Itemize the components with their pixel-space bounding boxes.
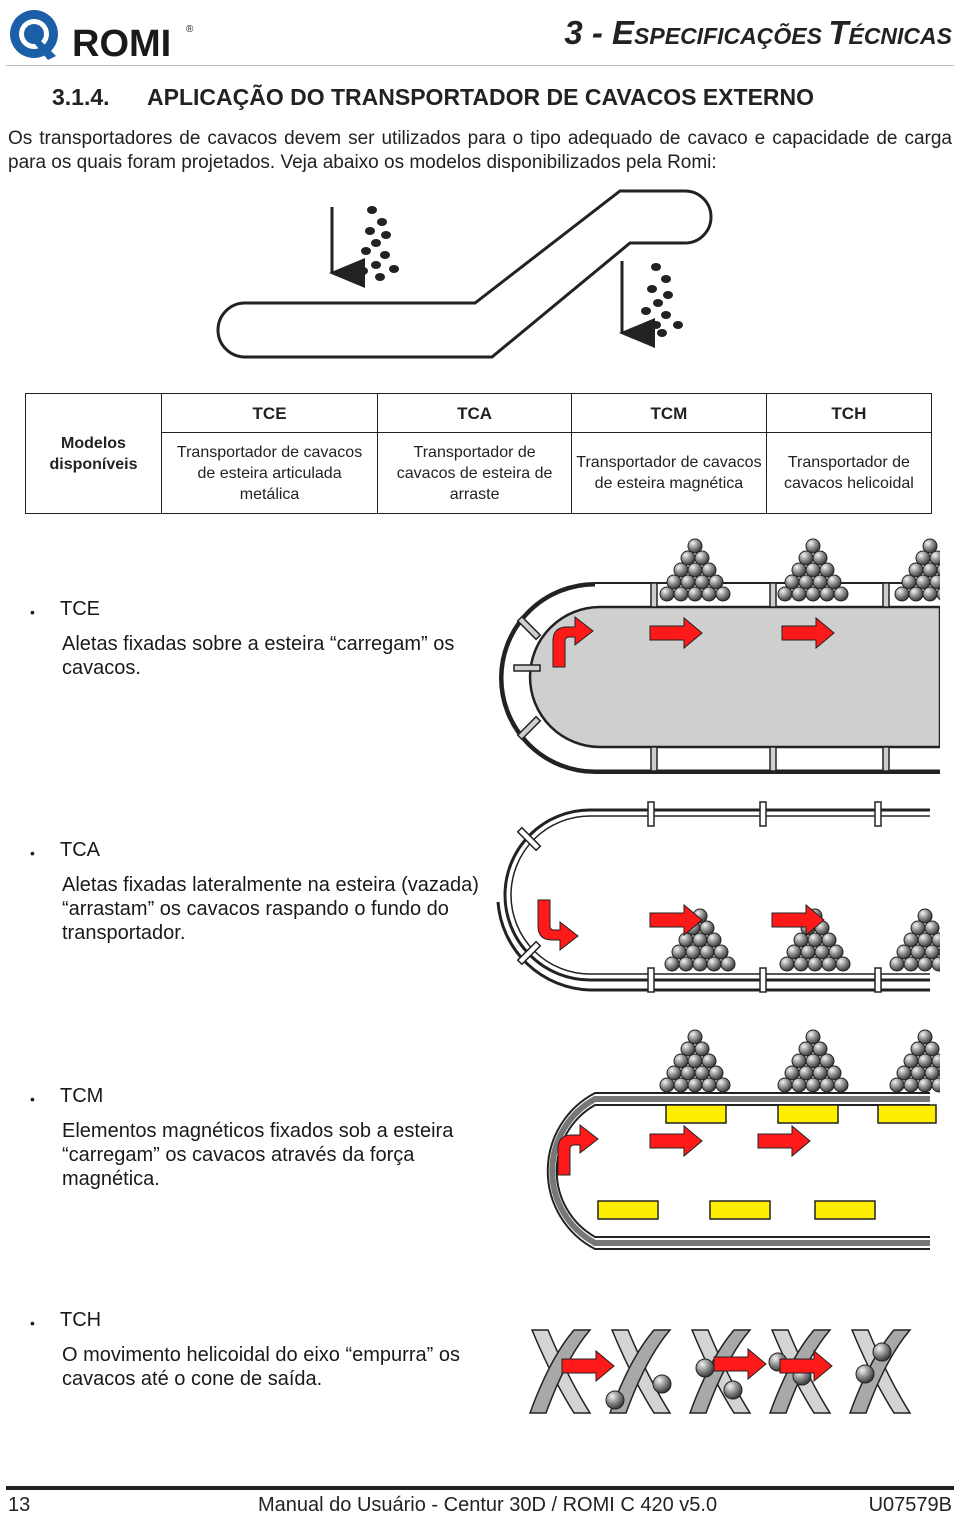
section-number: 3.1.4.	[52, 84, 110, 110]
item-tce: • TCE Aletas fixadas sobre a esteira “ca…	[30, 598, 470, 698]
item-description: Aletas fixadas lateralmente na esteira (…	[62, 874, 479, 944]
footer-divider	[6, 1486, 954, 1490]
item-description: Elementos magnéticos fixados sob a estei…	[62, 1120, 454, 1190]
column-header-tcm: TCM	[571, 393, 767, 433]
cell-tch-description: Transportador de cavacos helicoidal	[765, 432, 933, 514]
cell-tca-description: Transportador de cavacos de esteira de a…	[377, 432, 573, 514]
cell-tce-description: Transportador de cavacos de esteira arti…	[160, 432, 379, 514]
page-number: 13	[8, 1494, 31, 1516]
manual-title: Manual do Usuário - Centur 30D / ROMI C …	[258, 1494, 718, 1516]
chapter-title: 3 - ESPECIFICAÇÕES TÉCNICAS	[564, 14, 952, 51]
item-name: TCA	[60, 839, 100, 861]
bullet: •	[30, 1315, 35, 1331]
intro-paragraph: Os transportadores de cavacos devem ser …	[8, 128, 952, 173]
item-description: Aletas fixadas sobre a esteira “carregam…	[62, 633, 455, 679]
bullet: •	[30, 604, 35, 620]
conveyor-overview-diagram	[200, 185, 740, 365]
svg-text:®: ®	[186, 24, 194, 35]
bullet: •	[30, 845, 35, 861]
tca-illustration	[490, 798, 960, 998]
item-tch: • TCH O movimento helicoidal do eixo “em…	[30, 1309, 470, 1409]
item-tcm: • TCM Elementos magnéticos fixados sob a…	[30, 1085, 470, 1205]
document-code: U07579B	[868, 1494, 952, 1516]
tch-illustration	[490, 1318, 940, 1438]
item-name: TCM	[60, 1085, 104, 1107]
row-label: Modelos disponíveis	[25, 393, 162, 514]
item-tca: • TCA Aletas fixadas lateralmente na est…	[30, 839, 479, 959]
section-title-text: APLICAÇÃO DO TRANSPORTADOR DE CAVACOS EX…	[147, 84, 815, 110]
section-heading: 3.1.4. APLICAÇÃO DO TRANSPORTADOR DE CAVA…	[52, 84, 814, 111]
column-header-tca: TCA	[377, 393, 573, 433]
column-header-tch: TCH	[765, 393, 933, 433]
cell-tcm-description: Transportador de cavacos de esteira magn…	[571, 432, 767, 514]
logo-wordmark: ROMI	[72, 23, 171, 62]
item-description: O movimento helicoidal do eixo “empurra”…	[62, 1344, 460, 1390]
bullet: •	[30, 1091, 35, 1107]
header-divider	[6, 65, 954, 66]
column-header-tce: TCE	[160, 393, 379, 433]
models-table: Modelos disponíveis TCE TCA TCM TCH Tran…	[25, 393, 933, 514]
tcm-illustration	[490, 1025, 960, 1260]
item-name: TCH	[60, 1309, 102, 1331]
romi-logo: ROMI ®	[6, 6, 206, 65]
item-name: TCE	[60, 598, 100, 620]
tce-illustration	[490, 535, 960, 780]
